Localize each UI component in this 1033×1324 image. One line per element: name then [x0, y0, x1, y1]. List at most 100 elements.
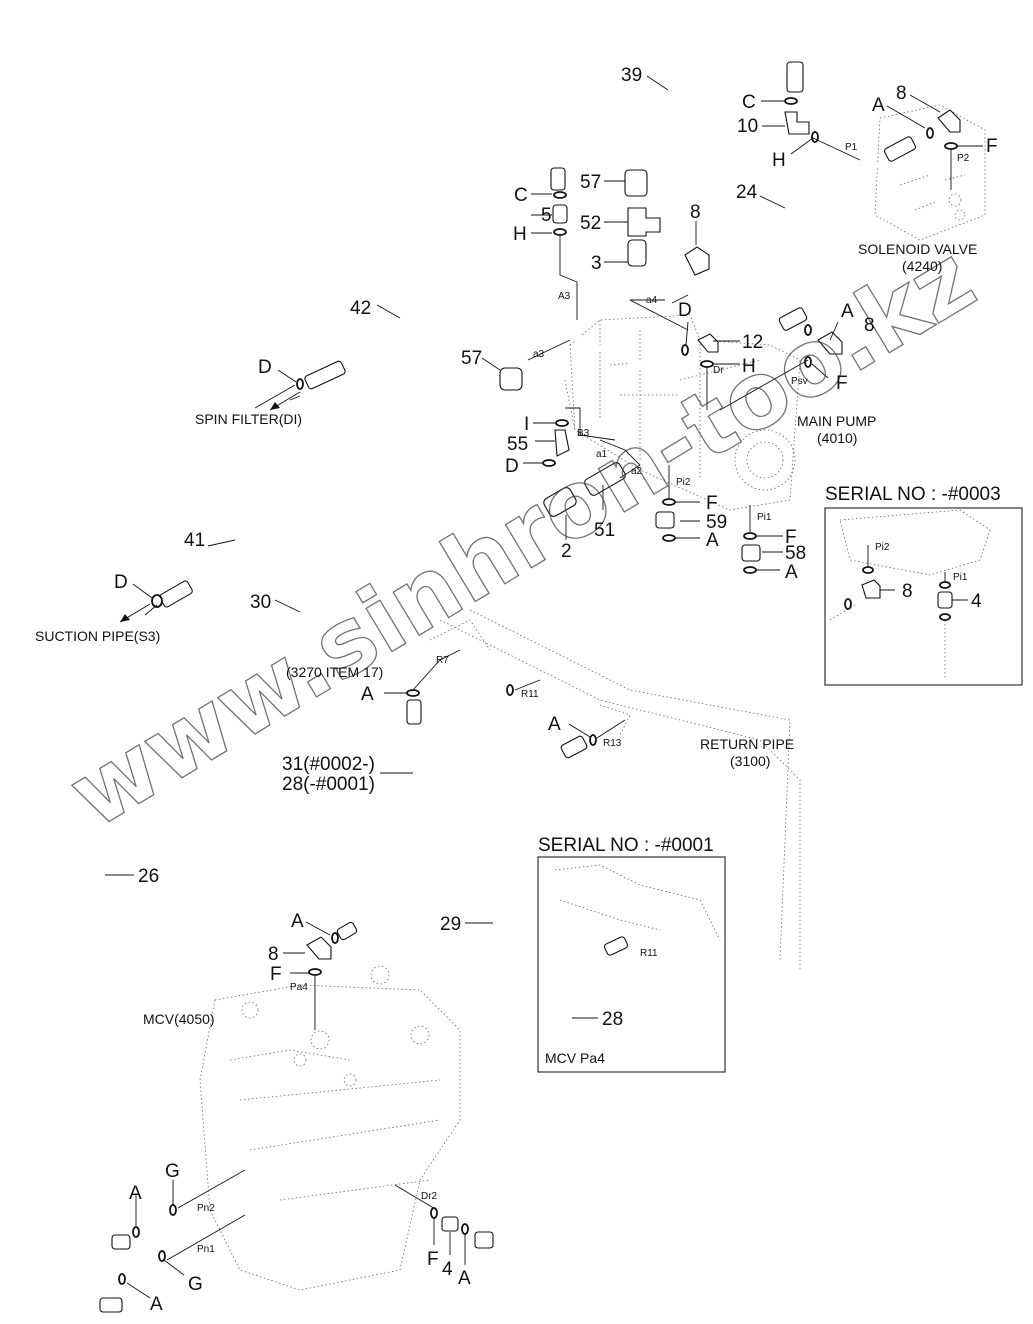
valve-51: [584, 462, 626, 496]
return-pipe-label: RETURN PIPE: [700, 736, 794, 752]
label-A: A: [841, 301, 854, 322]
part-52: 52: [580, 213, 601, 234]
solenoid-valve-code: (4240): [902, 258, 942, 274]
hose-24: [723, 147, 907, 325]
elbow-8-solenoid: [937, 109, 961, 133]
label-D: D: [114, 572, 128, 593]
port-R13: R13: [603, 738, 622, 749]
label-I: I: [524, 414, 529, 435]
label-F: F: [270, 964, 282, 985]
label-H: H: [513, 224, 527, 245]
mcv-outline: [199, 965, 461, 1291]
port-labels: P1 P2 A3 a4 a3 Dr Psv B3 a1 a2 Pi2 Pi1 R…: [197, 142, 970, 1255]
hose-end-24-bottom: [778, 307, 808, 331]
hose-end-31-bottom: [336, 921, 358, 941]
label-H: H: [772, 150, 786, 171]
hose-end-39-left: [550, 167, 566, 191]
hose-end-42: [304, 360, 346, 390]
label-A: A: [361, 684, 374, 705]
elbow-10: [784, 111, 810, 135]
hose-39: [555, 36, 798, 182]
leader-lines: [105, 75, 983, 1299]
hose-30: [37, 540, 668, 1308]
hose-29: [479, 745, 577, 1249]
inset-title-0003: SERIAL NO : -#0003: [825, 484, 1001, 505]
port-A3: A3: [558, 291, 571, 302]
label-A: A: [458, 1268, 471, 1289]
port-P2: P2: [957, 153, 970, 164]
part-10: 10: [737, 116, 758, 137]
part-58: 58: [785, 543, 806, 564]
label-A: A: [785, 562, 798, 583]
suction-pipe-label: SUCTION PIPE(S3): [35, 628, 160, 644]
sensor-2: [543, 487, 577, 517]
port-a1: a1: [596, 449, 608, 460]
port-B3: B3: [577, 428, 590, 439]
inset-port-R11: R11: [640, 948, 658, 959]
part-26: 26: [138, 866, 159, 887]
part-31: 31(#0002-): [282, 754, 375, 775]
tee-52: [627, 207, 661, 237]
port-P1: P1: [845, 142, 858, 153]
arrow-head-icon: [270, 402, 280, 410]
hose-end-30: [99, 1297, 123, 1313]
label-F: F: [706, 493, 718, 514]
adapter-58: [741, 544, 761, 562]
part-30: 30: [250, 592, 271, 613]
part-55: 55: [507, 434, 528, 455]
port-Pi2: Pi2: [676, 477, 691, 488]
label-G: G: [188, 1274, 203, 1295]
elbow-8-pump: [684, 246, 710, 276]
part-12: 12: [742, 332, 763, 353]
plug-57: [499, 367, 523, 391]
hose-42: [323, 290, 671, 378]
o-ring-letter-labels: C C H H H A A A A A A A A A A F F F F F …: [114, 92, 998, 1315]
part-24: 24: [736, 182, 758, 203]
hose-41: [173, 468, 542, 598]
main-pump-code: (4010): [817, 430, 857, 446]
part-28: 28(-#0001): [282, 774, 375, 795]
main-pump-outline: [564, 314, 801, 511]
port-Dr: Dr: [713, 365, 724, 376]
part-8: 8: [896, 83, 907, 104]
hose-end-24-top: [883, 136, 917, 162]
hose-end-26: [111, 1234, 131, 1250]
mcv-label: MCV(4050): [143, 1011, 215, 1027]
part-4: 4: [442, 1259, 453, 1280]
label-A: A: [291, 911, 304, 932]
part-29: 29: [440, 914, 461, 935]
spin-filter-label: SPIN FILTER(DI): [195, 411, 302, 427]
part-39: 39: [621, 65, 642, 86]
inset-part-8: 8: [902, 581, 913, 602]
o-rings: [118, 97, 958, 1285]
hose-31-28: [343, 705, 416, 938]
hose-end-29-bottom: [474, 1231, 494, 1249]
elbow-8-mcv: [306, 936, 332, 960]
label-A: A: [706, 530, 719, 551]
port-Pn2: Pn2: [197, 1203, 215, 1214]
inset-serial-0001: [537, 856, 726, 1073]
part-8: 8: [690, 202, 701, 223]
port-R11: R11: [521, 689, 539, 700]
check-valve-57-top: [624, 169, 648, 197]
part-8: 8: [864, 315, 875, 336]
port-Pi1: Pi1: [757, 512, 772, 523]
part-57: 57: [580, 172, 601, 193]
inset-title-0001: SERIAL NO : -#0001: [538, 835, 714, 856]
inset-part-28: 28: [602, 1009, 623, 1030]
label-H: H: [742, 356, 756, 377]
part-5: 5: [541, 205, 552, 226]
return-pipe-outline: [429, 609, 801, 970]
label-D: D: [505, 456, 519, 477]
elbow-55: [554, 429, 570, 457]
solenoid-valve-outline: [874, 104, 986, 241]
label-C: C: [742, 92, 756, 113]
part-8: 8: [268, 944, 279, 965]
label-F: F: [785, 527, 797, 548]
elbow-8-psv: [817, 331, 843, 355]
return-pipe-code: (3100): [730, 753, 770, 769]
sensor-3: [627, 239, 647, 267]
hose-26: [100, 550, 753, 1248]
main-pump-label: MAIN PUMP: [797, 413, 876, 429]
